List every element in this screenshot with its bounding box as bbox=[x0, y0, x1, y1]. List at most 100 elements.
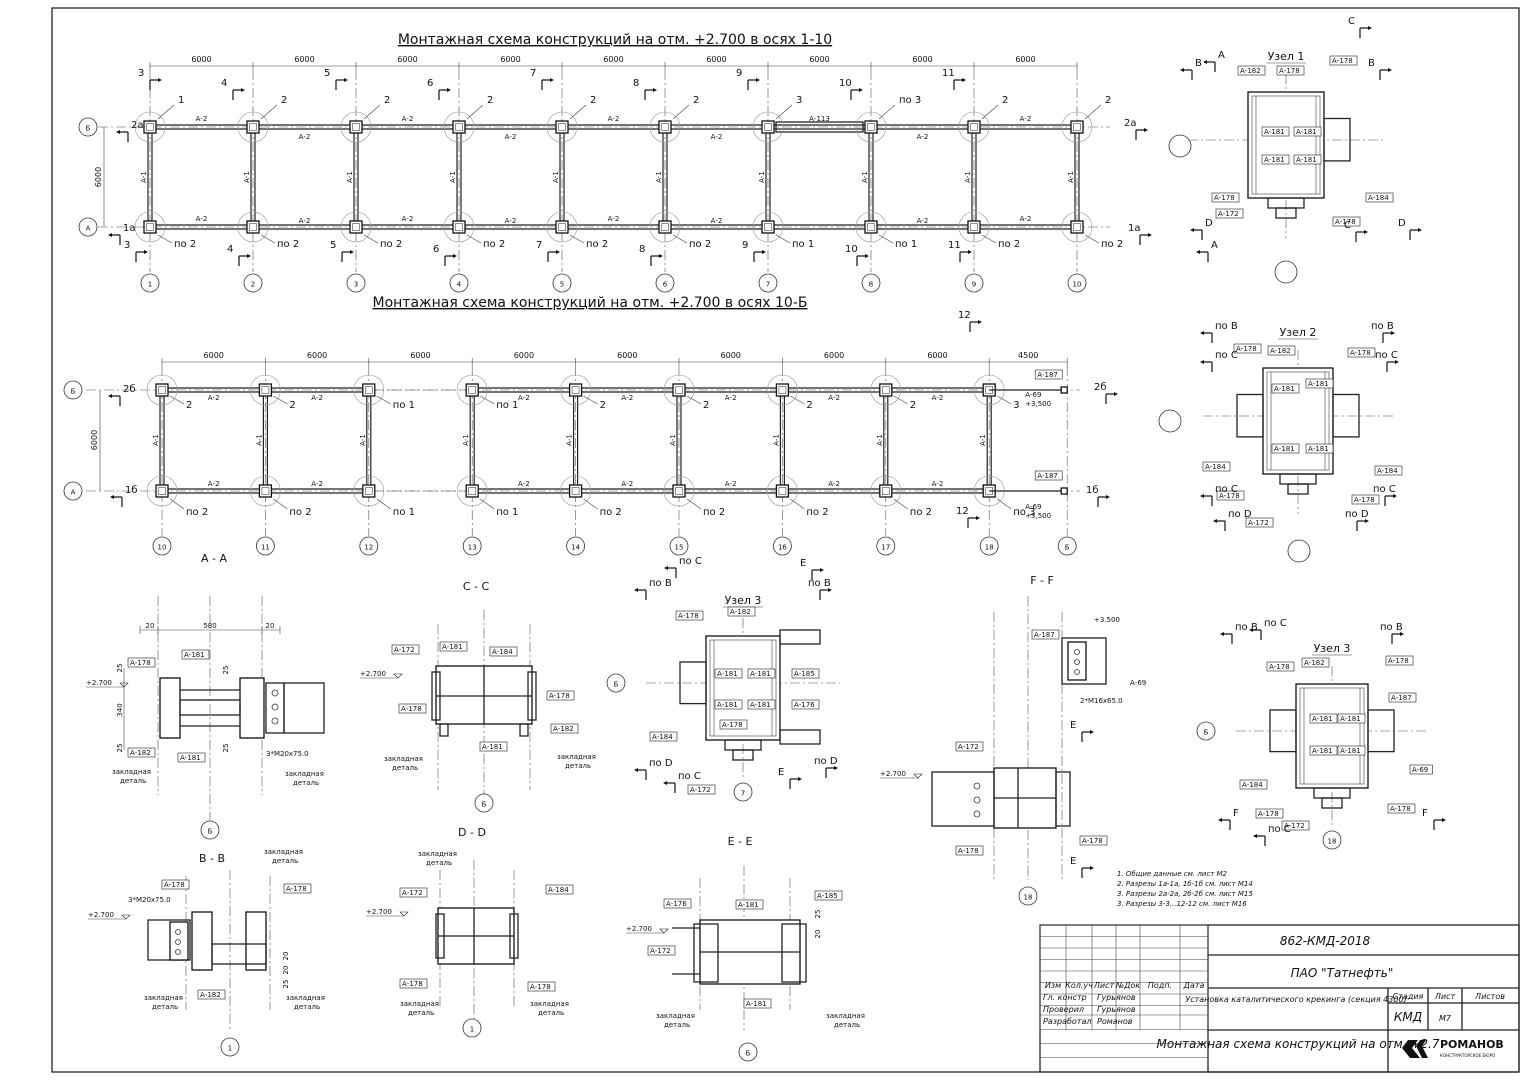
tag-frame bbox=[399, 887, 428, 898]
part-tag: А-178 bbox=[1335, 218, 1356, 226]
column-node-halo bbox=[752, 111, 784, 143]
span-dimension: 6000 bbox=[294, 55, 314, 64]
cross-beam-label: А-1 bbox=[243, 171, 251, 183]
cut-arrowhead bbox=[108, 233, 112, 237]
node-ref-top: 2 bbox=[289, 400, 295, 411]
part-tag: А-184 bbox=[1205, 463, 1226, 471]
beam-right bbox=[1323, 117, 1351, 162]
stamp-name: Гурьянов bbox=[1097, 1005, 1136, 1014]
part-tag: А-172 bbox=[402, 889, 423, 897]
tag-frame bbox=[687, 784, 716, 795]
column-inner bbox=[778, 487, 787, 495]
leader bbox=[273, 395, 288, 405]
section-cut-12-bottom: 12 bbox=[956, 506, 969, 517]
bolt bbox=[271, 717, 279, 725]
logo-subtext: КОНСТРУКТОРСКОЕ БЮРО bbox=[1440, 1053, 1495, 1058]
plate-right bbox=[239, 677, 265, 739]
tag-frame bbox=[479, 741, 508, 752]
tag-frame bbox=[1385, 655, 1414, 666]
cut-arrowhead bbox=[110, 495, 114, 499]
part-tag: А-181 bbox=[750, 670, 771, 678]
plate bbox=[509, 913, 519, 959]
embed-label: деталь bbox=[538, 1009, 564, 1017]
node-cut: по В bbox=[649, 578, 672, 589]
sheets-header: Листов bbox=[1474, 992, 1505, 1001]
section-title: Е - Е bbox=[728, 835, 753, 848]
cut-arrowhead bbox=[453, 254, 457, 258]
section-title: В - В bbox=[199, 852, 225, 865]
column bbox=[568, 383, 583, 397]
sheet-value: М7 bbox=[1439, 1014, 1452, 1023]
row-dimension-text: 6000 bbox=[94, 167, 103, 187]
cut-arrowhead bbox=[962, 78, 966, 82]
end-beam bbox=[1061, 637, 1107, 685]
bolt bbox=[175, 939, 181, 945]
column-section bbox=[1247, 91, 1325, 199]
cut-arrowhead bbox=[1213, 519, 1217, 523]
axis-bubble bbox=[243, 273, 263, 293]
level-mark: +2.700 bbox=[86, 679, 112, 687]
axis-bubble bbox=[979, 536, 999, 556]
node-cut: по С bbox=[679, 556, 702, 567]
cut-arrowhead bbox=[834, 766, 838, 770]
node-ref-top: 2 bbox=[487, 95, 493, 106]
embed-label: закладная bbox=[826, 1012, 865, 1020]
column-inner bbox=[867, 223, 875, 231]
beam-label-bottom: А-2 bbox=[1020, 215, 1032, 223]
node-cut: по В bbox=[1235, 622, 1258, 633]
beam-left bbox=[931, 771, 995, 827]
column-node-halo bbox=[546, 111, 578, 143]
cut-arrowhead bbox=[447, 88, 451, 92]
cut-arrowhead bbox=[1393, 494, 1397, 498]
cut-arrowhead bbox=[1196, 250, 1200, 254]
beam-label-top: А-2 bbox=[505, 133, 517, 141]
column-inner bbox=[558, 123, 566, 131]
axis-bubble bbox=[220, 1037, 240, 1057]
leader bbox=[893, 395, 908, 405]
beam-side bbox=[283, 682, 325, 734]
dim-text: 20 bbox=[266, 622, 275, 630]
cut-arrowhead bbox=[1442, 818, 1446, 822]
tag-frame bbox=[1276, 65, 1305, 76]
column-inner bbox=[661, 123, 669, 131]
node-ref-top: 2 bbox=[186, 400, 192, 411]
node-ref-bottom: по 2 bbox=[174, 239, 196, 250]
node-ref-bottom: по 2 bbox=[277, 239, 299, 250]
end-level-bottom: +3,500 bbox=[1025, 512, 1051, 520]
embed-label: закладная bbox=[384, 755, 423, 763]
cut-arrowhead bbox=[158, 78, 162, 82]
axis-label: 15 bbox=[675, 544, 684, 552]
span-dimension: 6000 bbox=[706, 55, 726, 64]
node-ref-top: 2 bbox=[703, 400, 709, 411]
row-label: А bbox=[86, 225, 91, 233]
beam-label-bottom: А-2 bbox=[196, 215, 208, 223]
tag-frame bbox=[489, 646, 518, 657]
embed-label: закладная bbox=[656, 1012, 695, 1020]
bolt-spec: 2*М16х65.0 bbox=[1080, 697, 1123, 705]
plate-left bbox=[693, 923, 719, 983]
column-inner bbox=[881, 386, 890, 394]
embed-plate bbox=[732, 749, 754, 761]
cut-arrowhead bbox=[1180, 68, 1184, 72]
part-tag: А-172 bbox=[1284, 822, 1305, 830]
leader bbox=[997, 395, 1012, 405]
axis-label: 18 bbox=[1024, 894, 1033, 902]
dim-text: 25 bbox=[222, 744, 230, 753]
embed-label: закладная bbox=[286, 994, 325, 1002]
column-node-halo bbox=[134, 211, 166, 243]
part-tag: А-184 bbox=[548, 886, 569, 894]
column-node-halo bbox=[958, 211, 990, 243]
node-cut: С bbox=[1344, 220, 1351, 231]
tag-frame bbox=[439, 641, 468, 652]
axis-bubble bbox=[63, 380, 83, 400]
embed-label: деталь bbox=[392, 764, 418, 772]
axis-bubble bbox=[1067, 273, 1087, 293]
axis-label: 1 bbox=[148, 281, 152, 289]
tag-frame bbox=[1387, 803, 1416, 814]
node-cut: по D bbox=[1345, 509, 1369, 520]
cut-arrowhead bbox=[241, 88, 245, 92]
column-node-halo bbox=[958, 111, 990, 143]
column-inner bbox=[709, 639, 777, 737]
cut-arrowhead bbox=[1400, 632, 1404, 636]
